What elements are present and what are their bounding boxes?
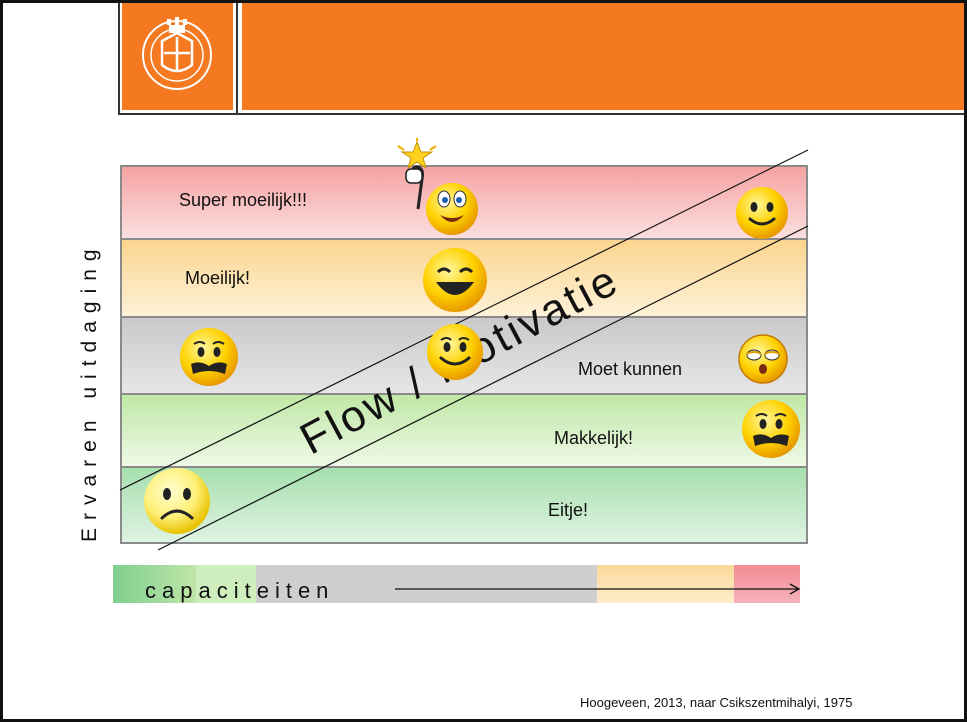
citation: Hoogeveen, 2013, naar Csikszentmihalyi, … xyxy=(580,695,853,710)
logo-box xyxy=(122,3,233,110)
band-label-eitje: Eitje! xyxy=(548,500,589,520)
band-label-makkelijk: Makkelijk! xyxy=(554,428,634,448)
capacity-segment-3 xyxy=(256,565,597,603)
sleepy-smiley-icon xyxy=(738,334,788,384)
happy-smiley-icon xyxy=(736,187,788,239)
band-label-moeilijk: Moeilijk! xyxy=(185,268,251,288)
header-bar xyxy=(242,3,964,110)
university-seal-icon xyxy=(142,17,212,90)
sad-smiley-icon xyxy=(144,468,210,534)
band-eitje: Eitje! xyxy=(122,468,806,542)
worried-smiley-icon-makkelijk xyxy=(742,400,800,458)
star-wand-icon xyxy=(397,138,437,170)
excited-smiley-icon xyxy=(405,165,478,235)
laughing-smiley-icon xyxy=(423,248,487,312)
header-divider-left xyxy=(118,3,120,115)
header-bottom-line xyxy=(118,113,964,115)
y-axis-label: Ervaren uitdaging xyxy=(78,241,101,542)
capacity-segment-2 xyxy=(196,565,256,603)
x-axis-label: capaciteiten xyxy=(145,578,335,603)
header-divider-mid xyxy=(236,3,238,115)
capacity-segment-1 xyxy=(113,565,196,603)
smiling-smiley-icon xyxy=(427,324,483,380)
band-label-super-moeilijk: Super moeilijk!!! xyxy=(179,190,308,210)
worried-smiley-icon xyxy=(180,328,238,386)
capacity-segment-4 xyxy=(597,565,734,603)
band-makkelijk: Makkelijk! xyxy=(122,395,806,468)
capacity-segment-5 xyxy=(734,565,800,603)
band-label-moet-kunnen: Moet kunnen xyxy=(578,359,683,379)
